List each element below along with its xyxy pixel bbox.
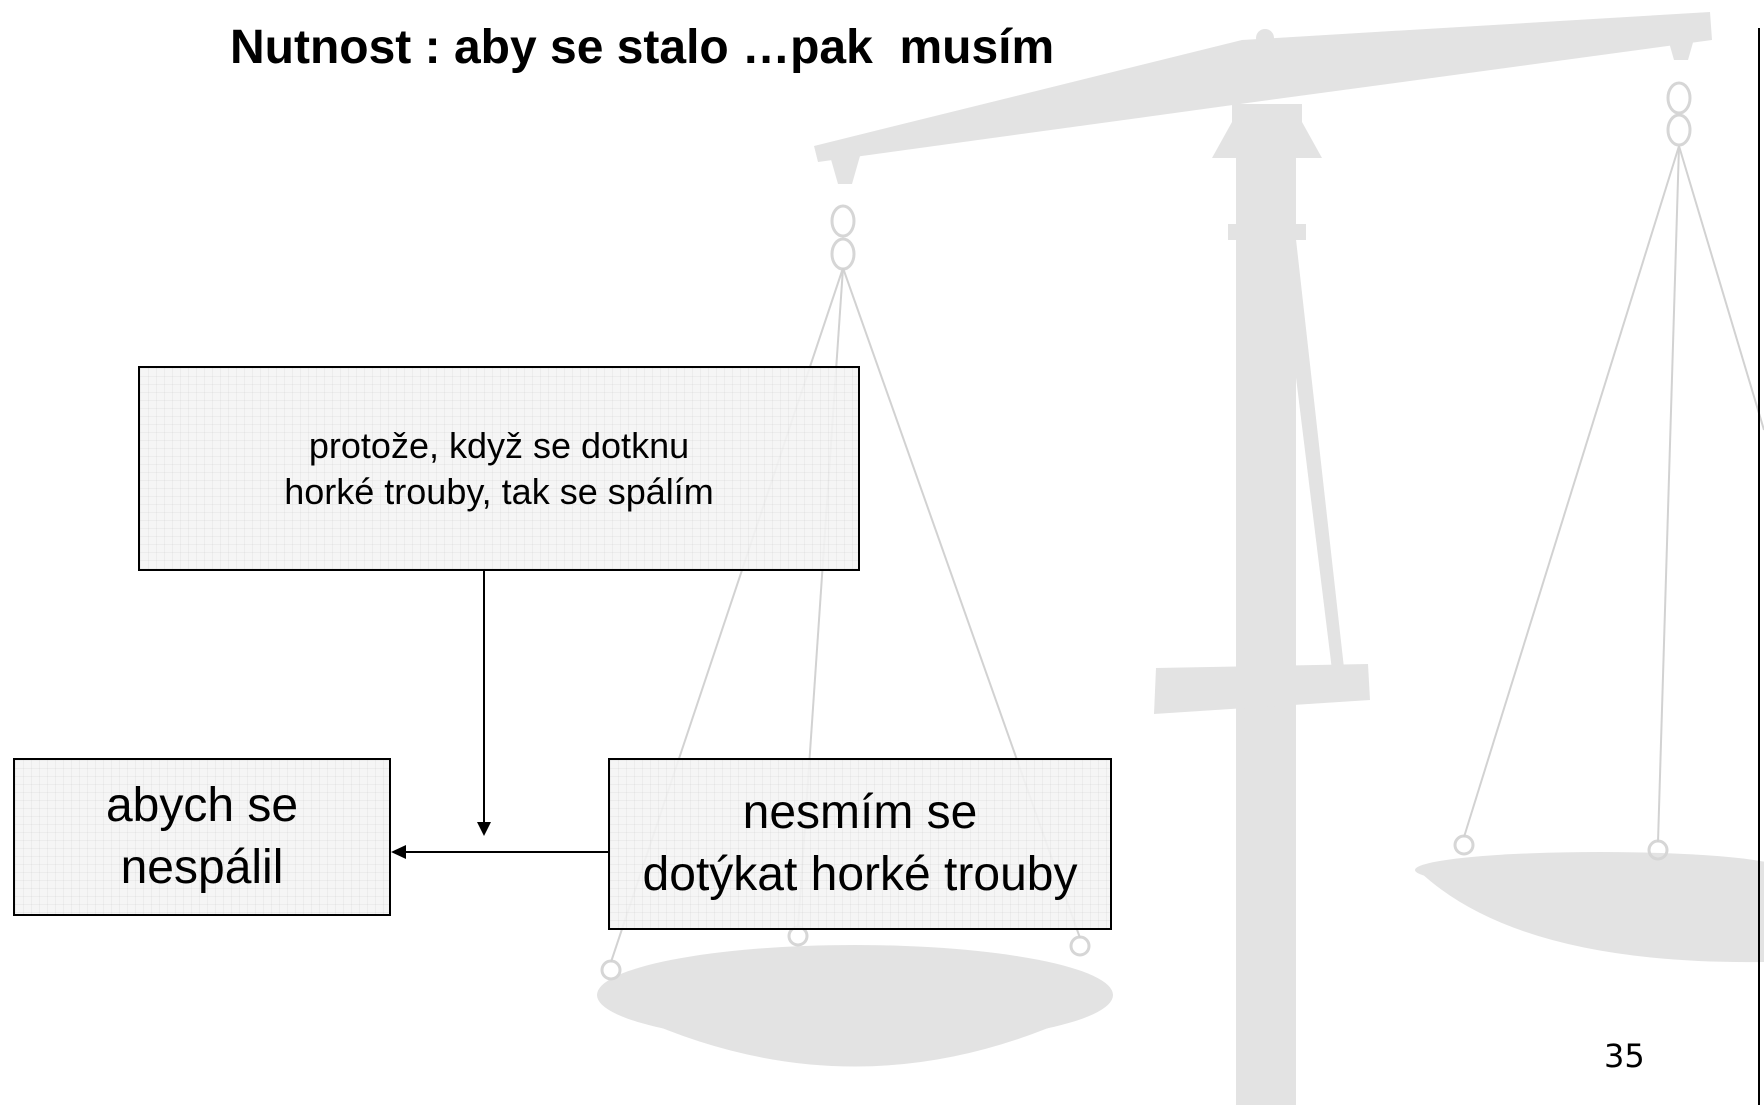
goal-text-line: nespálil <box>120 841 284 894</box>
goal-text-line: abych se <box>105 779 299 832</box>
page-number: 35 <box>1604 1037 1645 1075</box>
slide-border <box>1758 28 1760 1105</box>
reason-box: protože, když se dotknu horké trouby, ta… <box>138 366 860 571</box>
goal-arrowhead <box>391 845 406 859</box>
goal-box: abych se nespálil <box>13 758 391 916</box>
action-text-line: dotýkat horké trouby <box>642 848 1078 901</box>
slide-title: Nutnost : aby se stalo …pak musím <box>230 21 1055 74</box>
reason-arrowhead <box>477 822 491 836</box>
action-box: nesmím se dotýkat horké trouby <box>608 758 1112 930</box>
reason-text-line: horké trouby, tak se spálím <box>284 470 714 512</box>
action-text-line: nesmím se <box>742 786 978 839</box>
reason-text-line: protože, když se dotknu <box>308 424 690 466</box>
